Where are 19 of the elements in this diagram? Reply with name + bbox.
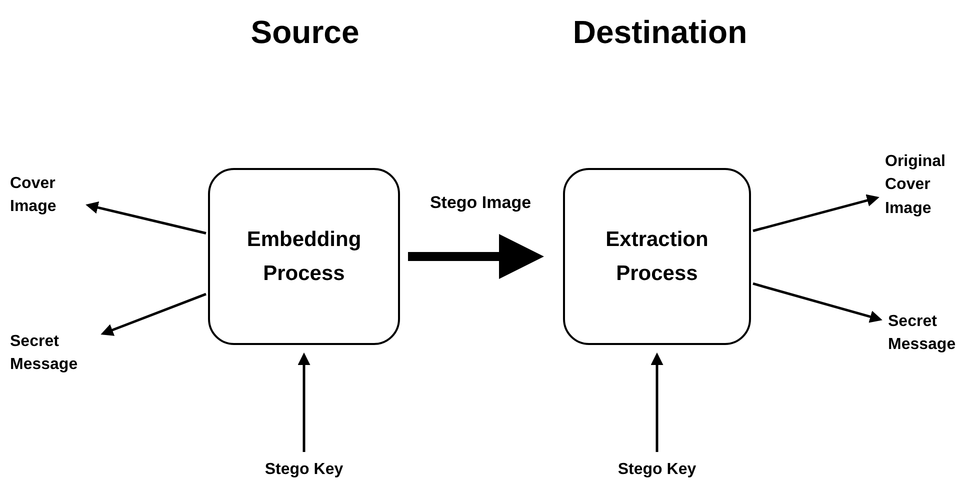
section-heading: Destination xyxy=(572,14,748,51)
process-label: Embedding Process xyxy=(246,226,362,286)
arrow xyxy=(752,282,882,323)
text-label: Original Cover Image xyxy=(885,145,965,225)
arrow xyxy=(100,292,206,336)
text-label: Stego Key xyxy=(602,458,712,482)
arrow xyxy=(752,194,880,232)
section-heading: Source xyxy=(250,14,360,51)
arrow xyxy=(298,352,310,452)
text-label: Secret Message xyxy=(888,308,968,358)
process-box xyxy=(563,168,751,345)
process-label: Extraction Process xyxy=(604,226,710,286)
arrow xyxy=(86,201,206,234)
text-label: Stego Key xyxy=(249,458,359,482)
text-label: Cover Image xyxy=(10,170,80,220)
arrow xyxy=(408,234,544,279)
process-box xyxy=(208,168,400,345)
text-label: Secret Message xyxy=(10,328,95,378)
arrow xyxy=(650,352,664,452)
